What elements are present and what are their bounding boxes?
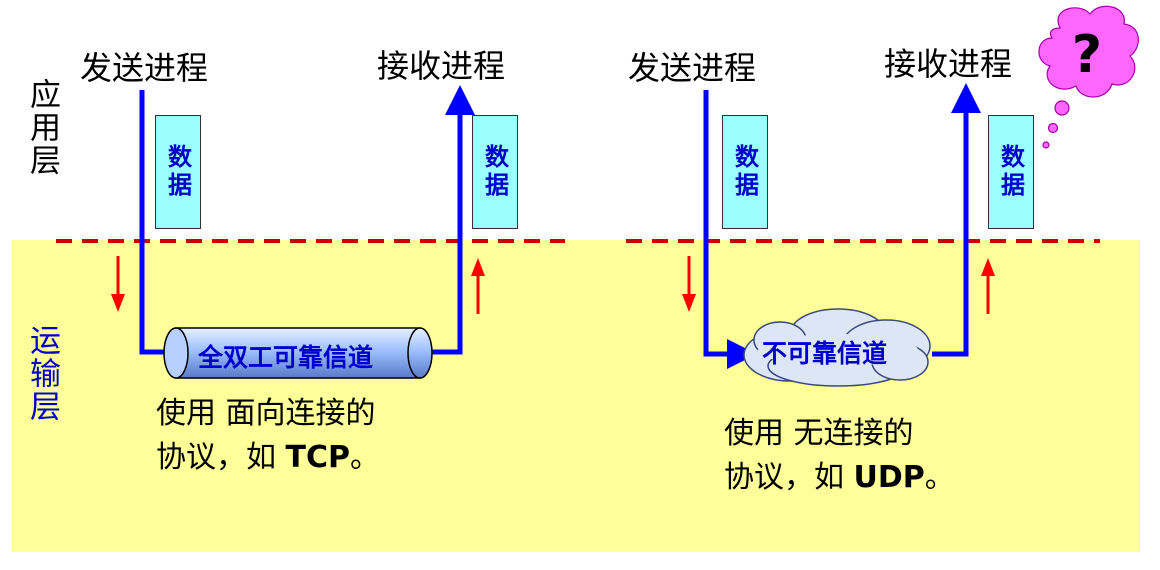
thought-bubble bbox=[1038, 5, 1139, 149]
udp-send-path bbox=[703, 90, 757, 369]
application-layer-label: 应用层 bbox=[24, 78, 60, 177]
tcp-protocol-note: 使用 面向连接的 协议，如 TCP。 bbox=[156, 396, 381, 475]
transport-layer-label: 运输层 bbox=[24, 324, 60, 423]
tcp-receiver-process-label: 接收进程 bbox=[377, 47, 506, 85]
question-mark: ? bbox=[1071, 25, 1103, 85]
udp-down-arrow bbox=[682, 256, 696, 312]
tcp-send-path bbox=[139, 90, 172, 355]
unreliable-channel-label: 不可靠信道 bbox=[762, 339, 888, 368]
udp-protocol-note: 使用 无连接的 协议，如 UDP。 bbox=[724, 416, 955, 495]
udp-receive-path bbox=[932, 83, 981, 357]
reliable-channel-label: 全双工可靠信道 bbox=[198, 343, 374, 372]
reliable-channel-pipe bbox=[163, 327, 433, 379]
udp-receiver-process-label: 接收进程 bbox=[884, 45, 1013, 83]
tcp-up-arrow bbox=[471, 258, 485, 314]
tcp-sender-process-label: 发送进程 bbox=[80, 49, 209, 87]
udp-sender-process-label: 发送进程 bbox=[628, 49, 757, 87]
tcp-sender-data-block: 数据 bbox=[155, 115, 201, 229]
udp-receiver-data-block: 数据 bbox=[988, 115, 1034, 229]
udp-up-arrow bbox=[981, 258, 995, 314]
tcp-receive-path bbox=[422, 85, 475, 355]
udp-sender-data-block: 数据 bbox=[722, 115, 768, 229]
transport-layer-band bbox=[12, 240, 1140, 552]
tcp-receiver-data-block: 数据 bbox=[472, 115, 518, 229]
tcp-down-arrow bbox=[111, 256, 125, 312]
